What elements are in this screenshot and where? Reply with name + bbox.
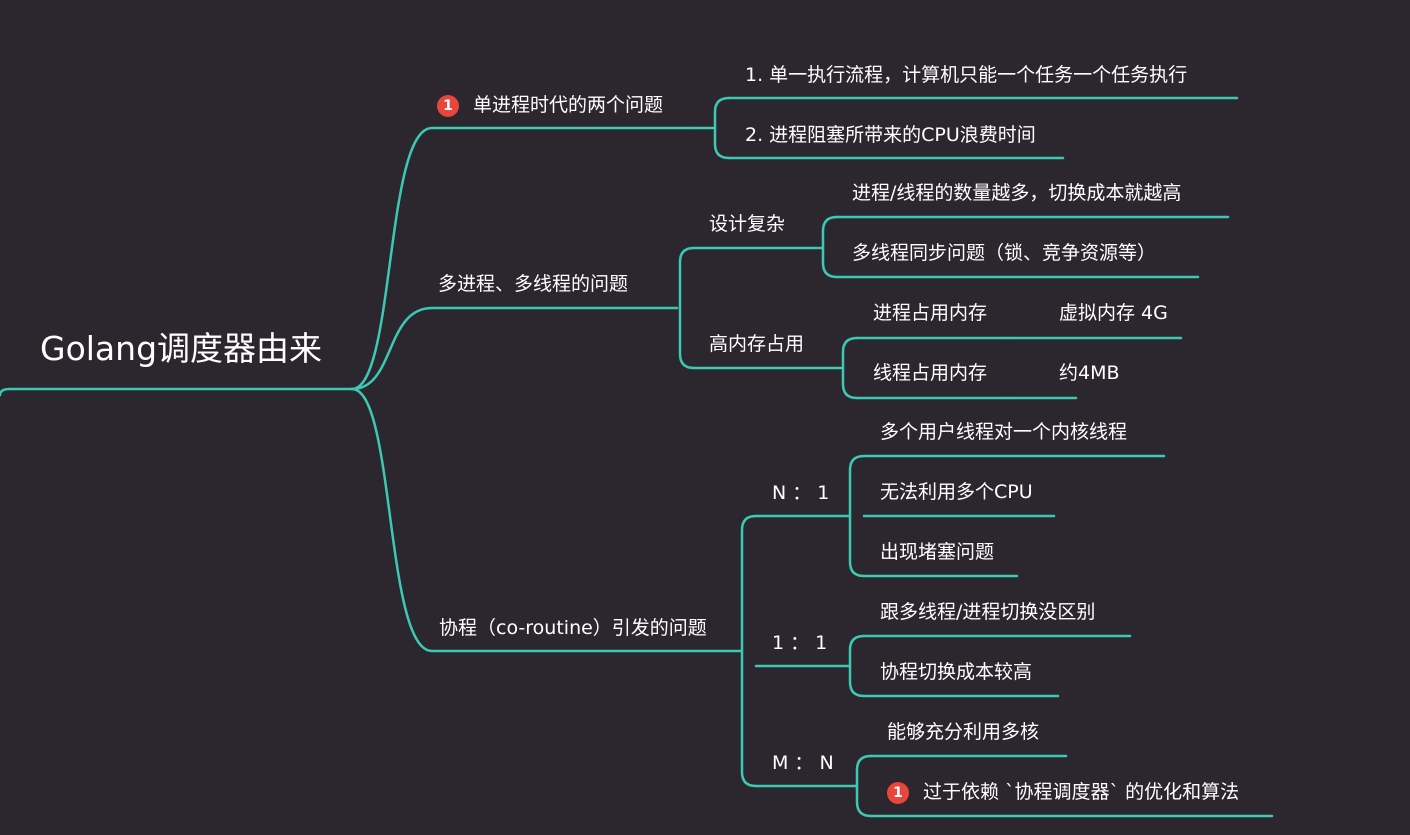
node-1-to-1[interactable]: 1 ： 1 xyxy=(772,632,828,654)
branch-single-process-label: 单进程时代的两个问题 xyxy=(473,94,664,116)
priority-1-icon: 1 xyxy=(437,95,459,117)
design-bracket xyxy=(821,215,839,279)
one-bracket xyxy=(848,634,866,698)
edge-root-branch3 xyxy=(350,387,742,653)
node-process-memory[interactable]: 进程占用内存 xyxy=(873,302,988,324)
leaf-multicore[interactable]: 能够充分利用多核 xyxy=(887,721,1040,743)
node-n-to-1[interactable]: N ： 1 xyxy=(772,482,830,504)
node-design-complex[interactable]: 设计复杂 xyxy=(709,213,786,235)
leaf-switch-cost[interactable]: 进程/线程的数量越多，切换成本就越高 xyxy=(852,182,1182,204)
leaf-high-switch-cost[interactable]: 协程切换成本较高 xyxy=(880,661,1033,683)
leaf-no-multi-cpu[interactable]: 无法利用多个CPU xyxy=(880,481,1033,503)
root-node[interactable]: Golang调度器由来 xyxy=(40,329,323,368)
leaf-sync-issue[interactable]: 多线程同步问题（锁、竞争资源等） xyxy=(852,242,1157,264)
leaf-same-as-threads[interactable]: 跟多线程/进程切换没区别 xyxy=(880,601,1096,623)
memory-bracket xyxy=(841,336,859,400)
leaf-thread-size[interactable]: 约4MB xyxy=(1059,362,1120,384)
branch-multi-thread[interactable]: 多进程、多线程的问题 xyxy=(438,273,629,295)
branch-coroutine[interactable]: 协程（co-routine）引发的问题 xyxy=(439,617,707,639)
leaf-blocking[interactable]: 出现堵塞问题 xyxy=(880,541,995,563)
leaf-scheduler-dependency-label: 过于依赖 `协程调度器` 的优化和算法 xyxy=(923,781,1240,803)
leaf-virtual-memory[interactable]: 虚拟内存 4G xyxy=(1059,302,1168,324)
leaf-single-flow[interactable]: 1. 单一执行流程，计算机只能一个任务一个任务执行 xyxy=(745,64,1188,86)
node-m-to-n[interactable]: M ： N xyxy=(772,752,834,774)
edge-root-branch2 xyxy=(350,306,679,391)
mn-bracket xyxy=(855,754,873,818)
leaf-many-to-one[interactable]: 多个用户线程对一个内核线程 xyxy=(880,421,1128,443)
leaf-scheduler-dependency[interactable]: 1 过于依赖 `协程调度器` 的优化和算法 xyxy=(887,780,1239,804)
root-underline xyxy=(0,387,354,397)
edge-root-branch1 xyxy=(350,126,694,391)
leaf-cpu-waste[interactable]: 2. 进程阻塞所带来的CPU浪费时间 xyxy=(745,124,1036,146)
node-thread-memory[interactable]: 线程占用内存 xyxy=(873,362,988,384)
branch2-bracket xyxy=(678,246,696,370)
branch1-bracket xyxy=(713,96,731,160)
branch-single-process[interactable]: 1 单进程时代的两个问题 xyxy=(437,93,663,117)
n1-bracket xyxy=(848,454,866,578)
node-high-memory[interactable]: 高内存占用 xyxy=(709,333,805,355)
priority-1-icon: 1 xyxy=(887,782,909,804)
branch3-bracket xyxy=(740,514,758,788)
